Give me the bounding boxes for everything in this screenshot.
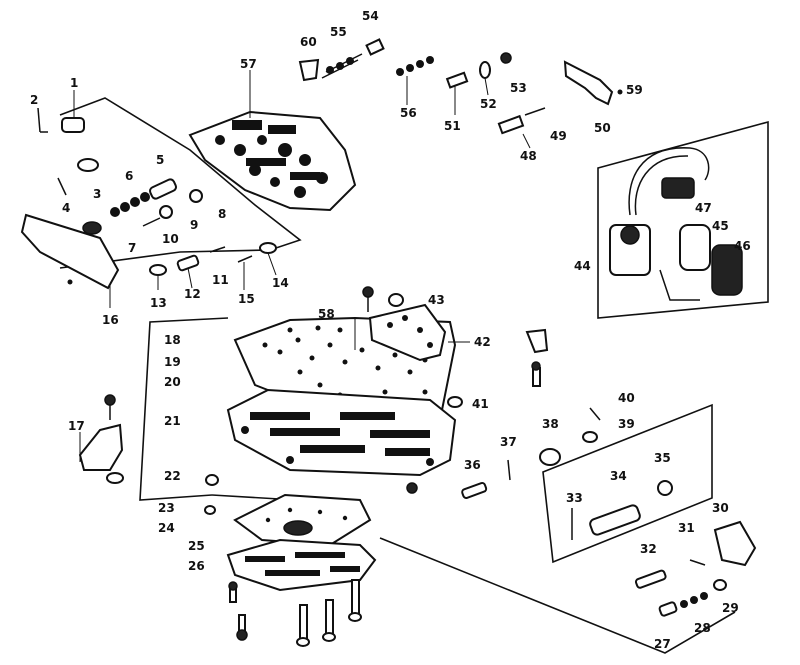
callout-12: 12 — [184, 287, 201, 301]
callout-1: 1 — [70, 76, 78, 90]
callout-35: 35 — [654, 451, 671, 465]
callout-36: 36 — [464, 458, 481, 472]
callout-50: 50 — [594, 121, 611, 135]
upper-left-parts — [20, 90, 277, 308]
callout-22: 22 — [164, 469, 181, 483]
callout-4: 4 — [62, 201, 70, 215]
callout-3: 3 — [93, 187, 101, 201]
callout-labels: 1 2 3 4 5 6 7 8 9 10 11 12 13 14 15 16 1… — [30, 9, 751, 651]
callout-56: 56 — [400, 106, 417, 120]
callout-27: 27 — [654, 637, 671, 651]
callout-8: 8 — [218, 207, 226, 221]
callout-16: 16 — [102, 313, 119, 327]
callout-2: 2 — [30, 93, 38, 107]
callout-54: 54 — [362, 9, 379, 23]
callout-59: 59 — [626, 83, 643, 97]
callout-14: 14 — [272, 276, 289, 290]
upper-valve-group-outline — [59, 97, 302, 269]
callout-51: 51 — [444, 119, 461, 133]
shift-valve-group-box — [542, 403, 713, 564]
callout-33: 33 — [566, 491, 583, 505]
left-side-parts — [78, 394, 124, 484]
callout-26: 26 — [188, 559, 205, 573]
callout-52: 52 — [480, 97, 497, 111]
callout-5: 5 — [156, 153, 164, 167]
callout-25: 25 — [188, 539, 205, 553]
callout-18: 18 — [164, 333, 181, 347]
callout-13: 13 — [150, 296, 167, 310]
right-middle-parts — [447, 328, 757, 617]
callout-20: 20 — [164, 375, 181, 389]
callout-41: 41 — [472, 397, 489, 411]
solenoid-parts — [609, 147, 743, 301]
callout-11: 11 — [212, 273, 229, 287]
callout-53: 53 — [510, 81, 527, 95]
callout-49: 49 — [550, 129, 567, 143]
callout-37: 37 — [500, 435, 517, 449]
callout-48: 48 — [520, 149, 537, 163]
callout-17: 17 — [68, 419, 85, 433]
top-parts — [298, 38, 623, 149]
callout-32: 32 — [640, 542, 657, 556]
bottom-bolts — [228, 579, 362, 647]
callout-40: 40 — [618, 391, 635, 405]
group-outlines — [59, 97, 769, 654]
callout-15: 15 — [238, 292, 255, 306]
solenoid-group-box — [597, 120, 769, 319]
callout-9: 9 — [190, 218, 198, 232]
callout-21: 21 — [164, 414, 181, 428]
callout-39: 39 — [618, 417, 635, 431]
small-plate-parts — [362, 286, 470, 362]
lower-valve-body — [226, 388, 457, 494]
callout-7: 7 — [128, 241, 136, 255]
callout-23: 23 — [158, 501, 175, 515]
callout-29: 29 — [722, 601, 739, 615]
lower-plate-group-outline — [379, 537, 736, 654]
callout-38: 38 — [542, 417, 559, 431]
callout-44: 44 — [574, 259, 591, 273]
callout-6: 6 — [125, 169, 133, 183]
callout-34: 34 — [610, 469, 627, 483]
callout-24: 24 — [158, 521, 175, 535]
callout-42: 42 — [474, 335, 491, 349]
callout-10: 10 — [162, 232, 179, 246]
lower-plates — [204, 474, 377, 592]
callout-60: 60 — [300, 35, 317, 49]
callout-43: 43 — [428, 293, 445, 307]
callout-57: 57 — [240, 57, 257, 71]
upper-valve-body — [188, 70, 357, 212]
callout-46: 46 — [734, 239, 751, 253]
lower-valve-group-outline — [139, 317, 229, 501]
callout-30: 30 — [712, 501, 729, 515]
callout-47: 47 — [695, 201, 712, 215]
callout-55: 55 — [330, 25, 347, 39]
callout-19: 19 — [164, 355, 181, 369]
callout-45: 45 — [712, 219, 729, 233]
callout-58: 58 — [318, 307, 335, 321]
callout-31: 31 — [678, 521, 695, 535]
callout-28: 28 — [694, 621, 711, 635]
